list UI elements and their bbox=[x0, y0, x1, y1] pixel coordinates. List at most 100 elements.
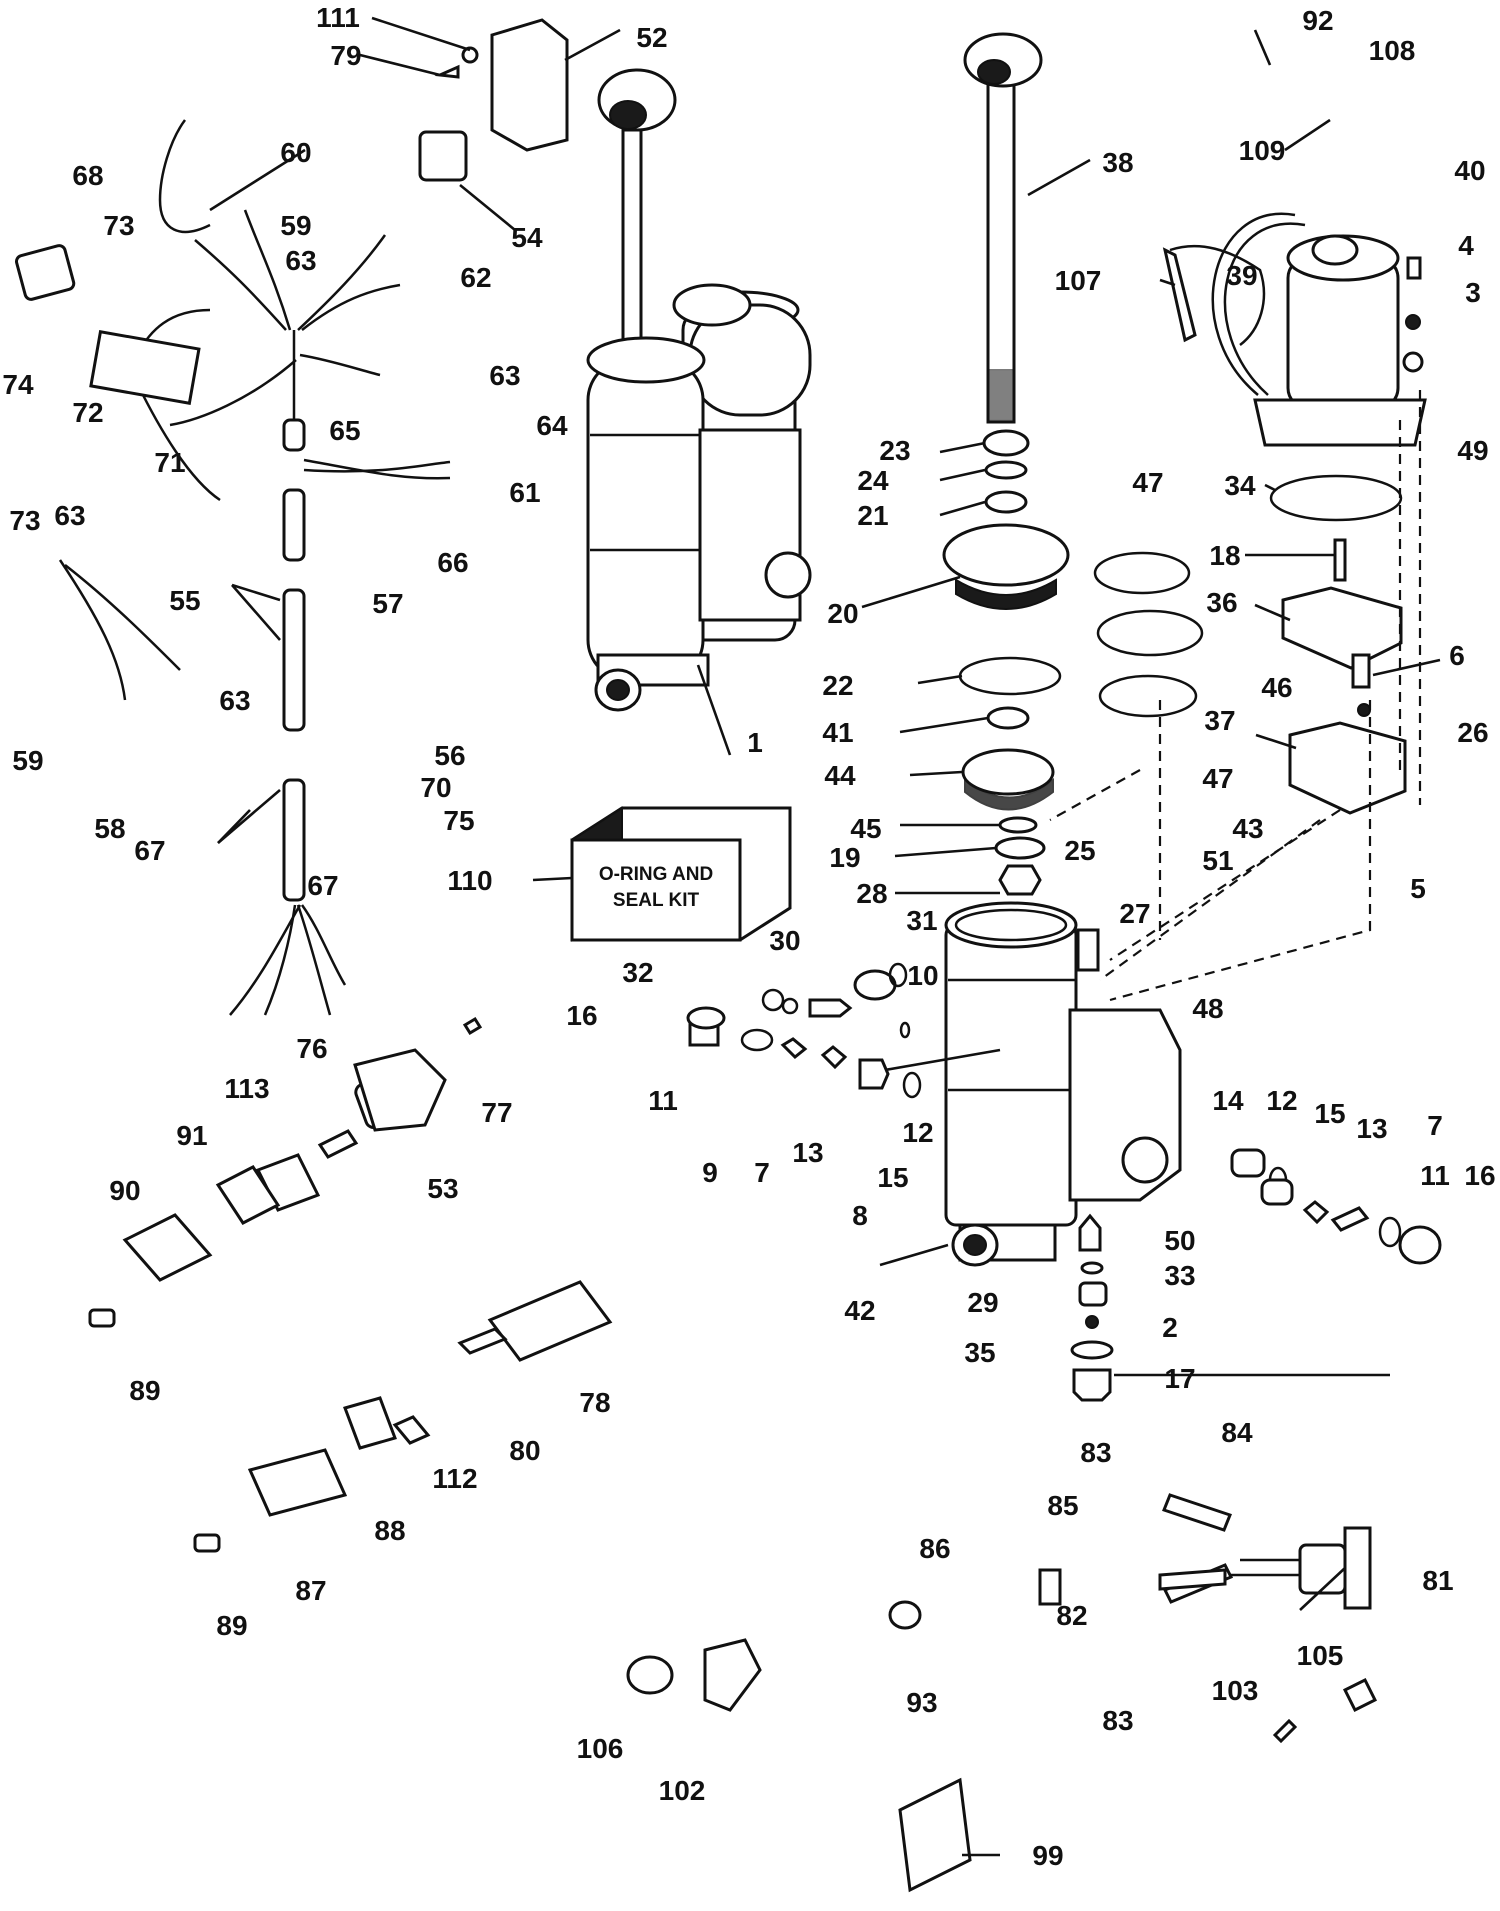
label-41: 41 bbox=[822, 717, 853, 748]
label-14: 14 bbox=[1212, 1085, 1244, 1116]
label-111: 111 bbox=[316, 2, 360, 33]
label-27: 27 bbox=[1119, 898, 1150, 929]
label-79: 79 bbox=[330, 40, 361, 71]
label-89: 89 bbox=[129, 1375, 160, 1406]
label-8: 8 bbox=[852, 1200, 868, 1231]
dashed-guide-lines bbox=[1049, 390, 1422, 1002]
label-15: 15 bbox=[1314, 1098, 1345, 1129]
label-73: 73 bbox=[9, 505, 40, 536]
label-3: 3 bbox=[1465, 277, 1481, 308]
label-91: 91 bbox=[176, 1120, 207, 1151]
label-40: 40 bbox=[1454, 155, 1485, 186]
label-28: 28 bbox=[856, 878, 887, 909]
label-17: 17 bbox=[1164, 1363, 1195, 1394]
label-108: 108 bbox=[1369, 35, 1416, 66]
label-109: 109 bbox=[1239, 135, 1286, 166]
label-45: 45 bbox=[850, 813, 881, 844]
label-87: 87 bbox=[295, 1575, 326, 1606]
label-52: 52 bbox=[636, 22, 667, 53]
label-65: 65 bbox=[329, 415, 360, 446]
label-102: 102 bbox=[659, 1775, 706, 1806]
valve-fittings-right bbox=[1230, 1148, 1442, 1265]
label-7: 7 bbox=[1427, 1110, 1443, 1141]
trim-sender-parts bbox=[626, 1493, 1378, 1893]
tilt-motor-assembly bbox=[1169, 212, 1427, 815]
seal-kit-line-1: O-RING AND bbox=[599, 864, 713, 885]
label-47: 47 bbox=[1202, 763, 1233, 794]
label-11: 11 bbox=[648, 1085, 678, 1116]
label-62: 62 bbox=[460, 262, 491, 293]
label-54: 54 bbox=[511, 222, 543, 253]
label-112: 112 bbox=[432, 1463, 477, 1494]
label-20: 20 bbox=[827, 598, 858, 629]
label-9: 9 bbox=[702, 1157, 718, 1188]
wiring-harness bbox=[58, 119, 451, 1016]
label-105: 105 bbox=[1297, 1640, 1344, 1671]
label-71: 71 bbox=[154, 447, 185, 478]
part-number-labels: 111 79 52 60 59 54 68 73 63 62 63 74 72 … bbox=[2, 2, 1495, 1871]
seal-kit-line-2: SEAL KIT bbox=[613, 890, 700, 911]
label-32: 32 bbox=[622, 957, 653, 988]
label-63: 63 bbox=[489, 360, 520, 391]
lower-cylinder-housing bbox=[944, 901, 1182, 1267]
label-93: 93 bbox=[906, 1687, 937, 1718]
label-42: 42 bbox=[844, 1295, 875, 1326]
label-56: 56 bbox=[434, 740, 465, 771]
label-113: 113 bbox=[224, 1073, 269, 1104]
label-85: 85 bbox=[1047, 1490, 1078, 1521]
label-77: 77 bbox=[481, 1097, 512, 1128]
label-92: 92 bbox=[1302, 5, 1333, 36]
label-107: 107 bbox=[1055, 265, 1102, 296]
label-24: 24 bbox=[857, 465, 889, 496]
label-55: 55 bbox=[169, 585, 200, 616]
label-82: 82 bbox=[1056, 1600, 1087, 1631]
label-110: 110 bbox=[447, 865, 492, 896]
label-37: 37 bbox=[1204, 705, 1235, 736]
label-84: 84 bbox=[1221, 1417, 1253, 1448]
label-16: 16 bbox=[566, 1000, 597, 1031]
label-48: 48 bbox=[1192, 993, 1223, 1024]
leader-lines bbox=[209, 16, 1441, 1857]
label-90: 90 bbox=[109, 1175, 140, 1206]
piston-rod-stack bbox=[942, 32, 1070, 896]
label-21: 21 bbox=[857, 500, 888, 531]
label-18: 18 bbox=[1209, 540, 1240, 571]
label-12: 12 bbox=[1266, 1085, 1297, 1116]
label-86: 86 bbox=[919, 1533, 950, 1564]
label-59: 59 bbox=[12, 745, 43, 776]
label-43: 43 bbox=[1232, 813, 1263, 844]
snap-rings bbox=[1093, 551, 1204, 718]
label-61: 61 bbox=[509, 477, 540, 508]
label-4: 4 bbox=[1458, 230, 1474, 261]
label-2: 2 bbox=[1162, 1312, 1178, 1343]
label-57: 57 bbox=[372, 588, 403, 619]
label-78: 78 bbox=[579, 1387, 610, 1418]
label-68: 68 bbox=[72, 160, 103, 191]
label-51: 51 bbox=[1202, 845, 1233, 876]
label-16: 16 bbox=[1464, 1160, 1495, 1191]
label-22: 22 bbox=[822, 670, 853, 701]
label-12: 12 bbox=[902, 1117, 933, 1148]
label-47: 47 bbox=[1132, 467, 1163, 498]
label-29: 29 bbox=[967, 1287, 998, 1318]
label-80: 80 bbox=[509, 1435, 540, 1466]
label-59: 59 bbox=[280, 210, 311, 241]
label-63: 63 bbox=[219, 685, 250, 716]
label-66: 66 bbox=[437, 547, 468, 578]
label-49: 49 bbox=[1457, 435, 1488, 466]
label-15: 15 bbox=[877, 1162, 908, 1193]
label-76: 76 bbox=[296, 1033, 327, 1064]
label-73: 73 bbox=[103, 210, 134, 241]
label-89: 89 bbox=[216, 1610, 247, 1641]
label-103: 103 bbox=[1212, 1675, 1259, 1706]
label-72: 72 bbox=[72, 397, 103, 428]
harness-connectors bbox=[15, 18, 613, 1553]
label-70: 70 bbox=[420, 772, 451, 803]
label-1: 1 bbox=[747, 727, 763, 758]
label-7: 7 bbox=[754, 1157, 770, 1188]
label-106: 106 bbox=[577, 1733, 624, 1764]
label-74: 74 bbox=[2, 369, 34, 400]
label-36: 36 bbox=[1206, 587, 1237, 618]
label-81: 81 bbox=[1422, 1565, 1453, 1596]
